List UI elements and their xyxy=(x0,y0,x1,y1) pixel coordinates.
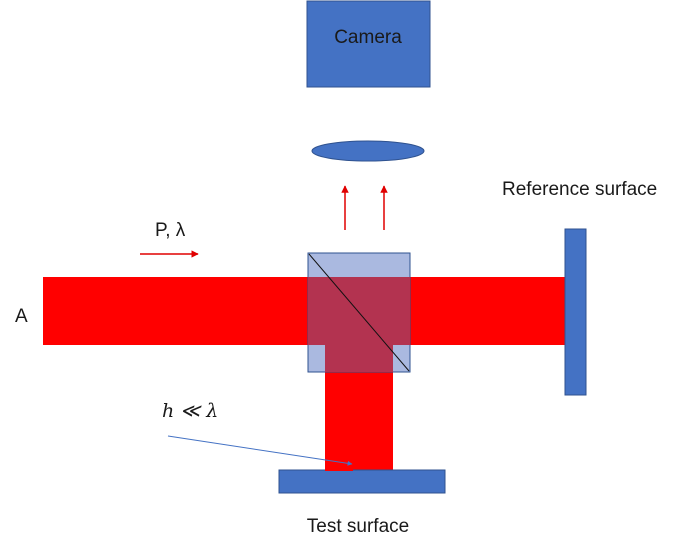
beam-properties-label: P, λ xyxy=(155,220,186,241)
cube-beam-overlap-horizontal xyxy=(308,277,410,345)
cube-beam-overlap-vertical xyxy=(325,345,393,372)
height-leader-line xyxy=(167,435,353,466)
beam-splitter-diagonal xyxy=(308,253,410,372)
horizontal-beam xyxy=(43,277,566,345)
reference-mirror xyxy=(564,228,587,396)
beam-input-label: A xyxy=(15,306,28,327)
test-surface-label: Test surface xyxy=(307,516,409,537)
test-surface-step xyxy=(325,465,353,471)
height-condition-label: h ≪ λ xyxy=(162,400,218,422)
reference-surface-label: Reference surface xyxy=(502,179,657,200)
vertical-beam xyxy=(325,372,393,470)
camera-box xyxy=(306,0,431,88)
lens xyxy=(311,140,425,162)
test-surface-plate xyxy=(278,469,446,494)
camera-label: Camera xyxy=(334,27,402,48)
